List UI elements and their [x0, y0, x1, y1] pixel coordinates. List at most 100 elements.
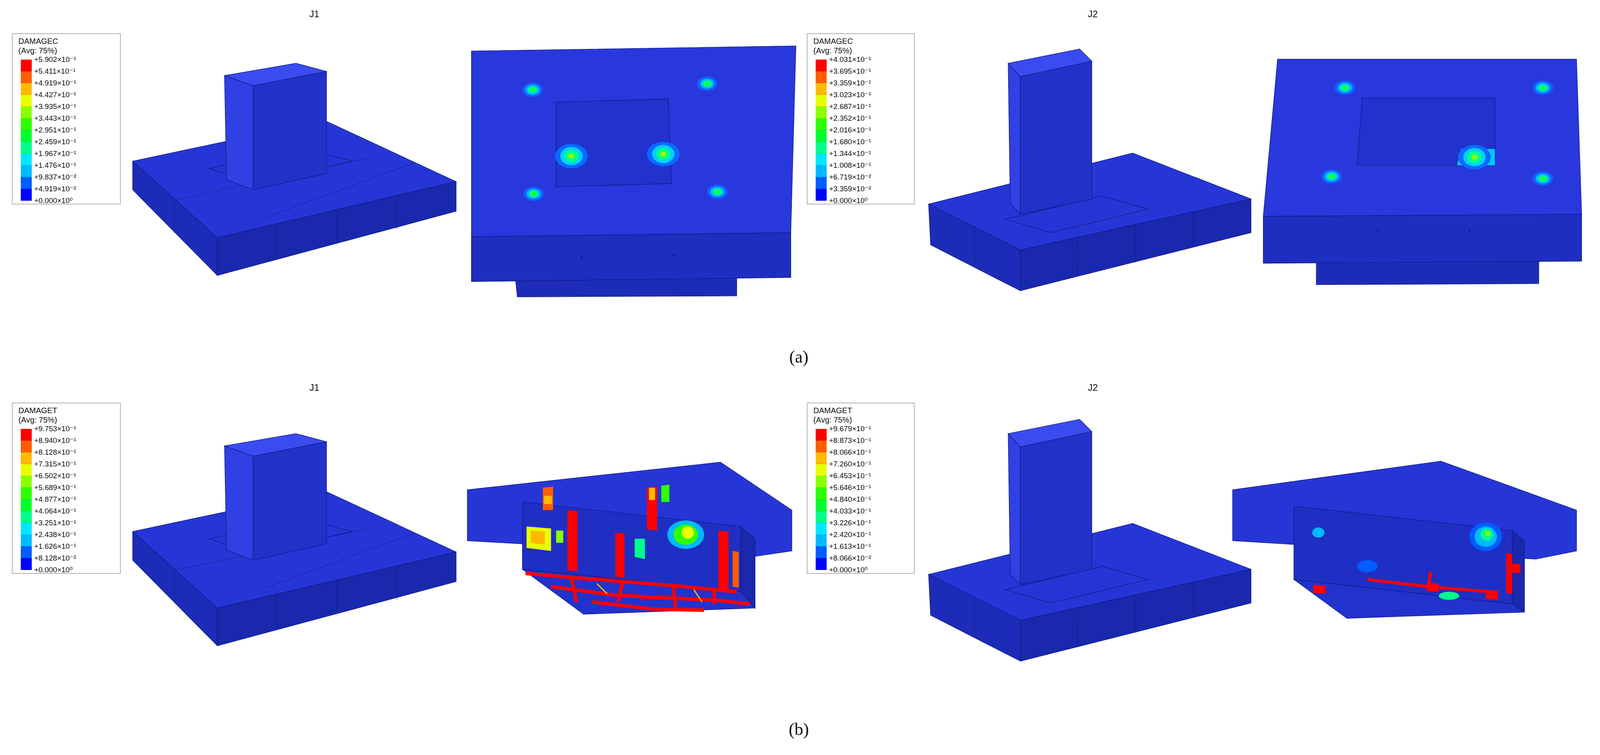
- legend-swatch: [20, 428, 32, 441]
- fem-shape: [672, 254, 675, 256]
- legend-swatch: [20, 141, 32, 154]
- legend-value: +1.344×10⁻¹: [829, 149, 871, 158]
- legend-swatch: [20, 452, 32, 465]
- legend-swatch: [815, 511, 827, 523]
- column-footing-model: [928, 419, 1252, 662]
- legend-value: +8.873×10⁻¹: [829, 436, 871, 445]
- legend-value: +3.359×10⁻²: [829, 184, 871, 194]
- legend-value: +2.420×10⁻¹: [829, 530, 871, 539]
- legend-swatch: [20, 487, 32, 500]
- legend-value: +7.315×10⁻¹: [34, 459, 77, 469]
- legend-swatch: [815, 177, 827, 189]
- fem-shape: [1334, 80, 1356, 95]
- fem-shape: [693, 589, 703, 602]
- legend-value: +1.613×10⁻¹: [829, 542, 871, 551]
- legend-swatch: [815, 94, 827, 107]
- fem-shape: [542, 486, 554, 510]
- fem-shape: [596, 583, 608, 594]
- legend-swatch: [815, 153, 827, 166]
- fem-shape: [696, 76, 718, 91]
- legend-value: +5.689×10⁻¹: [34, 483, 77, 492]
- legend-averaging: (Avg: 75%): [813, 415, 853, 425]
- legend-frame: [807, 33, 915, 205]
- fem-shape: [1428, 571, 1431, 587]
- fem-shape: [556, 530, 564, 543]
- legend-variable: DAMAGET: [813, 406, 853, 416]
- legend-swatch: [20, 475, 32, 488]
- fem-shape: [712, 589, 717, 604]
- legend-value: +3.251×10⁻¹: [34, 518, 77, 528]
- fem-shape: [1532, 171, 1553, 186]
- legend-swatch: [815, 83, 827, 95]
- legend-swatch: [20, 83, 32, 95]
- legend-swatch: [815, 546, 827, 559]
- fem-shape: [1263, 214, 1582, 264]
- panel-title: J1: [309, 382, 320, 394]
- legend-swatch: [815, 475, 827, 488]
- fem-shape: [667, 520, 705, 549]
- panel-title: J2: [1087, 8, 1098, 20]
- legend-swatch: [815, 71, 827, 84]
- legend-swatch: [20, 499, 32, 512]
- fem-shape: [555, 143, 588, 169]
- legend-value: +6.502×10⁻¹: [34, 471, 77, 481]
- fem-shape: [567, 509, 578, 572]
- fem-shape: [1485, 531, 1491, 537]
- fem-shape: [471, 45, 797, 237]
- legend-swatch: [815, 130, 827, 142]
- legend-value: +7.260×10⁻¹: [829, 459, 871, 469]
- fem-shape: [673, 524, 698, 545]
- fem-shape: [1376, 229, 1379, 232]
- legend-swatch: [815, 499, 827, 512]
- legend-value: +0.000×10⁰: [34, 196, 73, 205]
- legend-value: +2.438×10⁻¹: [34, 530, 77, 539]
- legend-value: +5.902×10⁻¹: [34, 55, 77, 64]
- legend-value: +0.000×10⁰: [34, 565, 73, 575]
- legend-value: +8.128×10⁻²: [34, 553, 77, 563]
- fem-shape: [718, 530, 729, 590]
- legend-value: +3.695×10⁻¹: [829, 67, 871, 76]
- legend-swatch: [815, 165, 827, 178]
- fem-shape: [1316, 260, 1539, 285]
- legend-value: +3.359×10⁻¹: [829, 78, 871, 88]
- legend-value: +3.443×10⁻¹: [34, 114, 77, 123]
- fem-shape: [1438, 591, 1460, 601]
- legend-value: +3.226×10⁻¹: [829, 518, 871, 528]
- legend-swatch: [20, 177, 32, 189]
- fem-shape: [1321, 169, 1342, 184]
- slab-model-top-view: [1263, 59, 1582, 285]
- legend-variable: DAMAGET: [18, 406, 58, 416]
- legend-swatch: [815, 141, 827, 154]
- subfigure-label: (a): [789, 347, 809, 368]
- slab-model-bottom-view: [467, 462, 792, 615]
- legend-swatch: [20, 558, 32, 570]
- legend-value: +4.427×10⁻¹: [34, 90, 77, 100]
- legend-swatch: [815, 59, 827, 72]
- fem-shape: [649, 487, 656, 500]
- fem-shape: [618, 581, 623, 603]
- legend-value: +4.877×10⁻¹: [34, 495, 77, 504]
- column-footing-model: [132, 63, 456, 276]
- fem-shape: [1510, 563, 1521, 574]
- legend-value: +4.031×10⁻¹: [829, 55, 871, 64]
- legend-swatch: [20, 546, 32, 559]
- fem-shape: [556, 98, 672, 187]
- legend-value: +3.935×10⁻¹: [34, 102, 77, 111]
- fem-shape: [525, 573, 751, 611]
- legend-value: +1.626×10⁻¹: [34, 542, 77, 551]
- legend-swatch: [20, 71, 32, 84]
- legend-value: +1.008×10⁻¹: [829, 161, 871, 170]
- legend-value: +1.476×10⁻¹: [34, 161, 77, 170]
- fem-shape: [1505, 553, 1513, 594]
- column-footing-model: [928, 48, 1252, 291]
- legend-frame: [807, 402, 915, 574]
- fem-shape: [1312, 527, 1325, 538]
- legend-swatch: [20, 165, 32, 178]
- panel-title: J2: [1087, 382, 1098, 394]
- legend-swatch: [20, 94, 32, 107]
- fem-shape: [647, 141, 680, 167]
- legend-value: +9.837×10⁻²: [34, 172, 77, 182]
- fem-shape: [1293, 579, 1525, 619]
- legend-swatch: [815, 558, 827, 570]
